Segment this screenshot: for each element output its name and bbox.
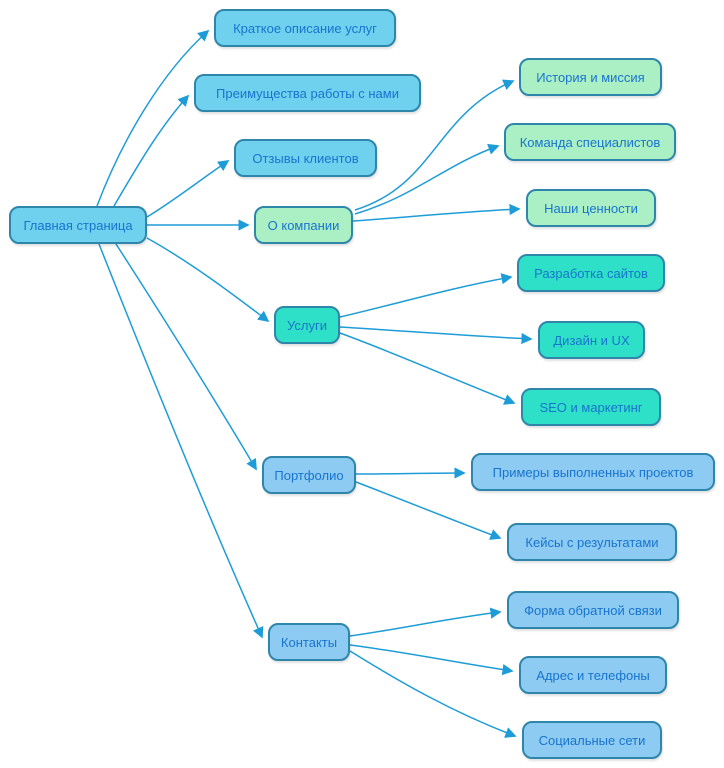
node-values[interactable]: Наши ценности — [526, 189, 656, 227]
node-history-mission[interactable]: История и миссия — [519, 58, 662, 96]
edge-contacts-feedback-form — [349, 607, 502, 637]
edge-portfolio-project-examples — [355, 467, 466, 479]
edge-services-web-development — [339, 273, 513, 318]
node-feedback-form[interactable]: Форма обратной связи — [507, 591, 679, 629]
node-contacts[interactable]: Контакты — [268, 623, 350, 661]
node-case-studies[interactable]: Кейсы с результатами — [507, 523, 677, 561]
node-web-development[interactable]: Разработка сайтов — [517, 254, 665, 292]
edge-portfolio-case-studies — [355, 481, 502, 540]
node-seo-marketing[interactable]: SEO и маркетинг — [521, 388, 661, 426]
edge-home-reviews — [146, 160, 230, 218]
node-about[interactable]: О компании — [254, 206, 353, 244]
edge-home-services — [146, 237, 270, 323]
node-reviews[interactable]: Отзывы клиентов — [234, 139, 377, 177]
edge-home-services-brief — [96, 29, 210, 207]
node-social-networks[interactable]: Социальные сети — [522, 721, 662, 759]
node-home[interactable]: Главная страница — [9, 206, 147, 244]
node-services-brief[interactable]: Краткое описание услуг — [214, 9, 396, 47]
node-advantages[interactable]: Преимущества работы с нами — [194, 74, 421, 112]
node-design-ux[interactable]: Дизайн и UX — [538, 321, 645, 359]
edge-about-team — [354, 143, 500, 215]
node-services[interactable]: Услуги — [274, 306, 340, 344]
node-address-phones[interactable]: Адрес и телефоны — [519, 656, 667, 694]
node-project-examples[interactable]: Примеры выполненных проектов — [471, 453, 715, 491]
node-team[interactable]: Команда специалистов — [504, 123, 676, 161]
edge-contacts-social-networks — [349, 650, 517, 738]
edge-home-portfolio — [115, 243, 257, 471]
edge-services-seo-marketing — [339, 332, 516, 405]
edge-home-advantages — [113, 94, 190, 207]
edge-about-history-mission — [354, 79, 515, 211]
edge-home-contacts — [98, 243, 264, 639]
edge-about-values — [352, 203, 521, 222]
node-portfolio[interactable]: Портфолио — [262, 456, 356, 494]
edge-services-design-ux — [339, 326, 533, 345]
edge-contacts-address-phones — [349, 644, 514, 676]
